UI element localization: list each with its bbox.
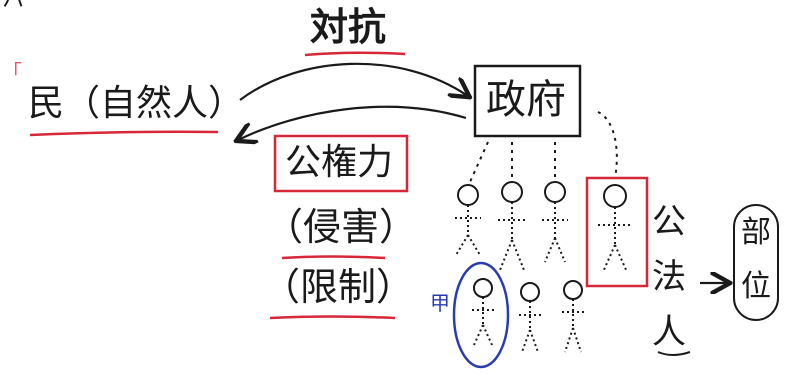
official-figure-3 bbox=[542, 181, 568, 263]
departments-outline bbox=[733, 204, 779, 321]
infringement-label: （侵害） bbox=[265, 205, 418, 249]
highlighted-person-circle bbox=[452, 261, 510, 369]
confrontation-underline bbox=[304, 51, 406, 57]
official-figure-2 bbox=[498, 181, 526, 271]
citizen-figure-2 bbox=[519, 282, 541, 353]
official-figure-1 bbox=[455, 184, 481, 256]
officials-row-1 bbox=[455, 181, 632, 273]
departments-label-2: 位 bbox=[741, 269, 771, 304]
hierarchy-lines bbox=[469, 111, 618, 183]
people-underline bbox=[29, 130, 219, 137]
hierarchy-line-1 bbox=[469, 141, 489, 183]
confrontation-label: 対抗 bbox=[310, 5, 387, 49]
public-legal-person-underline bbox=[657, 351, 691, 356]
public-legal-person-box bbox=[585, 176, 649, 288]
official-figure-4 bbox=[598, 184, 632, 273]
citizen-figure-3 bbox=[562, 280, 584, 353]
infringement-underline bbox=[281, 255, 386, 260]
departments-label-1: 部 bbox=[741, 215, 771, 250]
public-power-label: 公権力 bbox=[285, 142, 394, 183]
header-fragment: ハ bbox=[2, 0, 25, 13]
public-legal-person-char-1: 公 bbox=[652, 202, 686, 242]
restriction-label: （限制） bbox=[262, 265, 415, 309]
government-label: 政府 bbox=[486, 77, 566, 123]
people-label: 民（自然人） bbox=[28, 83, 245, 124]
public-power-box bbox=[273, 134, 409, 193]
people-marker: 「 bbox=[2, 60, 22, 84]
public-power-arrow bbox=[238, 105, 467, 140]
restriction-underline bbox=[269, 315, 396, 320]
citizens-row-2 bbox=[472, 278, 584, 353]
highlighted-person-label: 甲 bbox=[430, 291, 450, 315]
confrontation-arrow bbox=[239, 62, 468, 101]
public-legal-person-char-2: 法 bbox=[652, 257, 686, 297]
government-box bbox=[473, 64, 582, 138]
citizen-figure-1 bbox=[472, 278, 494, 346]
hierarchy-line-4 bbox=[597, 111, 618, 179]
public-legal-person-char-3: 人 bbox=[652, 312, 686, 352]
